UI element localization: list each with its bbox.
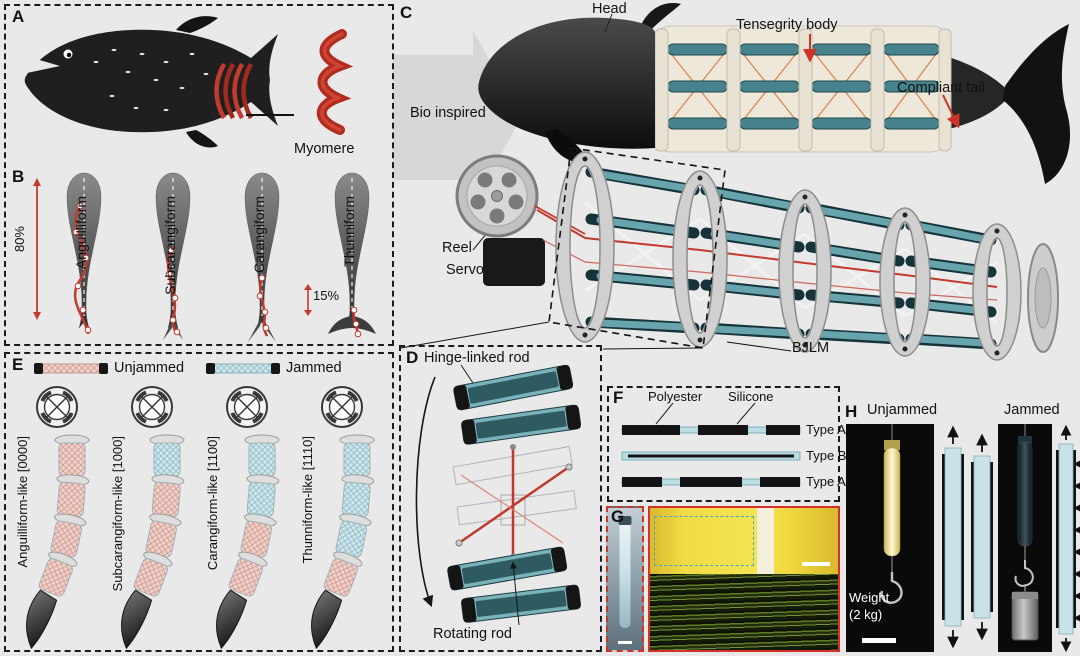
- mode-label-anguilliform: Anguilliform: [73, 196, 89, 270]
- panel-c-label: C: [400, 3, 413, 22]
- tail-anguilliform-illustration: [26, 434, 90, 650]
- jammed-rod-sample: [1017, 441, 1033, 547]
- servo-box-icon: [483, 238, 545, 286]
- type-a2-label: Type A: [806, 474, 846, 489]
- unjammed-stretch-diagram: [942, 425, 993, 649]
- polyester-label: Polyester: [648, 389, 703, 404]
- hook-icon: [1014, 560, 1034, 587]
- legend-unjammed-label: Unjammed: [114, 360, 185, 376]
- mode-label-thunniform: Thunniform: [341, 196, 357, 267]
- bio-inspired-label: Bio inspired: [410, 105, 486, 121]
- gimbal-icon: [36, 386, 78, 428]
- panel-d-label: D: [406, 348, 419, 367]
- tail-subcarangiform-illustration: [121, 434, 185, 650]
- servo-label: Servo: [446, 262, 484, 278]
- unjammed-rod-sample: [883, 447, 901, 557]
- tail-thunniform-illustration: [311, 434, 375, 650]
- config-label-thunniform: Thunniform-like [1110]: [300, 436, 315, 564]
- weight-label: Weight (2 kg): [849, 590, 889, 624]
- gimbal-icon: [321, 386, 363, 428]
- panel-ab-box: [4, 4, 394, 346]
- laminate-type-b-icon: [621, 451, 801, 461]
- reel-label: Reel: [442, 240, 472, 256]
- pct-15-label: 15%: [313, 288, 340, 303]
- unjammed-rod-icon: [34, 363, 108, 374]
- laminate-type-a2-icon: [621, 477, 801, 487]
- config-label-carangiform: Carangiform-like [1100]: [205, 436, 220, 571]
- config-label-anguilliform: Anguilliform-like [0000]: [15, 436, 30, 568]
- body-internal-modules: [654, 28, 952, 152]
- fish-silhouette-subcarangiform: [155, 172, 191, 340]
- jammed-rod-icon: [206, 363, 280, 374]
- frame-rings: [555, 151, 1022, 361]
- weight-label-line1: Weight: [849, 590, 890, 605]
- pct-80-bracket-icon: [33, 178, 41, 320]
- panel-f-label: F: [613, 388, 624, 407]
- panel-e-box: [4, 352, 394, 652]
- jammed-rod-photo: [606, 506, 644, 652]
- weight-cylinder-icon: [1011, 591, 1039, 641]
- jammed-compression-diagram: [1056, 424, 1080, 653]
- scale-bar: [862, 638, 896, 643]
- config-label-subcarangiform: Subcarangiform-like [1000]: [110, 436, 125, 592]
- hinge-linked-rods: [447, 364, 582, 623]
- mode-label-subcarangiform: Subcarangiform: [162, 196, 178, 295]
- legend-jammed-label: Jammed: [286, 360, 342, 376]
- compliant-tail-label: Compliant tail: [897, 80, 985, 96]
- highlight-dashed-box: [654, 516, 754, 566]
- type-a1-label: Type A: [806, 422, 846, 437]
- myomere-band: [214, 62, 253, 120]
- h-unjammed-label: Unjammed: [867, 402, 938, 418]
- laminate-strip-photo: [650, 508, 838, 574]
- fish-silhouette-anguilliform: [66, 172, 102, 335]
- fish-silhouette-carangiform: [244, 172, 280, 342]
- rod-cap-icon: [618, 516, 632, 525]
- panel-a-label: A: [12, 7, 25, 26]
- silicone-gap-region: [757, 508, 775, 574]
- panel-h-label: H: [845, 402, 858, 421]
- robot-fish-illustration: [393, 3, 1071, 361]
- material-pointer-lines: [655, 402, 756, 425]
- caudal-fin-icon: [1003, 24, 1071, 184]
- jammed-test-photo: [998, 424, 1052, 652]
- tensegrity-body-label: Tensegrity body: [736, 17, 838, 33]
- material-photos: [648, 506, 840, 652]
- silicone-label: Silicone: [728, 389, 774, 404]
- micrograph-photo: [650, 574, 838, 650]
- tensegrity-mechanism-illustration: [400, 147, 1059, 361]
- pct-15-bracket-icon: [304, 284, 312, 316]
- mode-label-carangiform: Carangiform: [251, 196, 267, 274]
- head-label: Head: [592, 1, 627, 17]
- panel-e-label: E: [12, 355, 24, 374]
- myomere-icon: [316, 29, 354, 135]
- bjlm-label: BJLM: [792, 340, 830, 356]
- dorsal-fin-icon: [639, 3, 681, 32]
- gimbal-icon: [131, 386, 173, 428]
- rotating-rod-label: Rotating rod: [433, 626, 512, 642]
- laminate-type-a-icon: [621, 425, 801, 435]
- bjlm-exploded-illustration: [415, 364, 582, 626]
- tail-carangiform-illustration: [216, 434, 280, 650]
- rod-sample-icon: [619, 518, 631, 628]
- h-jammed-label: Jammed: [1004, 402, 1060, 418]
- reel-icon: [455, 154, 539, 238]
- panel-d-box: [399, 345, 602, 652]
- panel-g-label: G: [611, 507, 625, 526]
- pike-fish-illustration: [22, 16, 294, 148]
- unjammed-test-photo: [846, 424, 934, 652]
- fish-silhouette-thunniform: [328, 172, 376, 338]
- gimbal-icon: [226, 386, 268, 428]
- panel-b-label: B: [12, 167, 25, 186]
- panel-f-box: [607, 386, 840, 502]
- hinge-linked-rod-label: Hinge-linked rod: [424, 350, 530, 366]
- weight-label-line2: (2 kg): [849, 606, 883, 622]
- scale-bar: [802, 562, 830, 566]
- pct-80-label: 80%: [12, 226, 27, 253]
- type-b-label: Type B: [806, 448, 847, 463]
- hook-icon: [880, 572, 903, 604]
- scale-bar: [618, 641, 632, 644]
- myomere-label: Myomere: [294, 141, 355, 157]
- robot-head-icon: [478, 17, 655, 149]
